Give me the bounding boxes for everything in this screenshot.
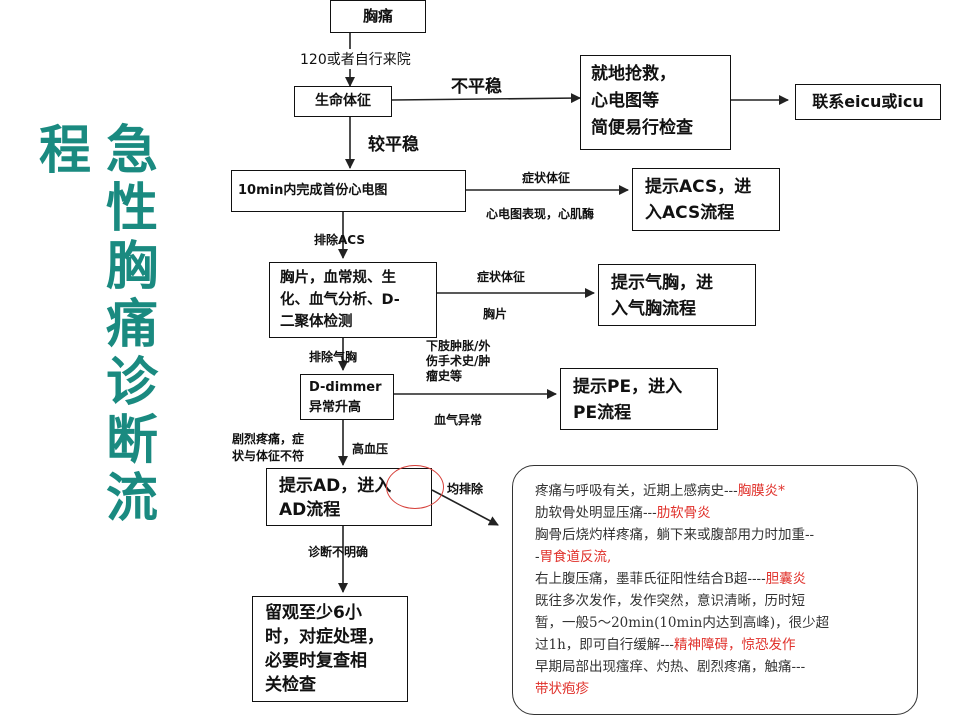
- differential-line: 胸骨后烧灼样疼痛，躺下来或腹部用力时加重--: [535, 527, 815, 543]
- differential-line: 暂，一般5～20min(10min内达到高峰)，很少超: [535, 615, 830, 631]
- label-line: 剧烈疼痛，症: [232, 432, 305, 446]
- label-unstable: 不平稳: [451, 77, 502, 97]
- arrow: [431, 489, 499, 526]
- box-pe: 提示PE，进入 PE流程: [560, 368, 718, 430]
- box-line: D-dimmer: [309, 380, 382, 395]
- box-acs: 提示ACS，进 入ACS流程: [632, 168, 780, 231]
- box-ddimer: D-dimmer 异常升高: [300, 374, 394, 420]
- box-ecg: 10min内完成首份心电图: [231, 170, 466, 212]
- box-line: 必要时复查相: [265, 651, 367, 671]
- label-exclude-acs: 排除ACS: [314, 233, 365, 247]
- label-stable: 较平稳: [368, 135, 419, 155]
- box-text: 联系eicu或icu: [812, 92, 924, 111]
- label-arrival: 120或者自行来院: [300, 49, 411, 69]
- box-line: 关检查: [265, 675, 316, 695]
- box-line: 入气胸流程: [611, 299, 696, 319]
- differential-line: 肋软骨处明显压痛---肋软骨炎: [535, 505, 711, 521]
- title-column-left: 程: [35, 122, 95, 180]
- label-all-excluded: 均排除: [447, 482, 484, 496]
- differential-line: 带状疱疹: [535, 678, 907, 700]
- box-line: 化、血气分析、D-: [280, 292, 400, 308]
- box-vital-signs: 生命体征: [294, 86, 392, 117]
- differential-line: 疼痛与呼吸有关，近期上感病史---胸膜炎*: [535, 483, 785, 499]
- differential-panel: 疼痛与呼吸有关，近期上感病史---胸膜炎* 肋软骨处明显压痛---肋软骨炎 胸骨…: [512, 465, 918, 715]
- label-unclear-dx: 诊断不明确: [308, 545, 369, 559]
- box-chest-pain: 胸痛: [330, 0, 426, 33]
- diagnosis-highlight: 带状疱疹: [535, 681, 589, 697]
- label-line: 瘤史等: [426, 369, 463, 383]
- label-hypertension: 高血压: [352, 442, 389, 456]
- box-line: 提示气胸，进: [611, 273, 713, 293]
- diagnosis-highlight: 胆囊炎: [765, 571, 807, 587]
- box-line: PE流程: [573, 403, 632, 423]
- label-pe-history: 下肢肿胀/外 伤手术史/肿 瘤史等: [426, 339, 490, 384]
- box-text: 生命体征: [315, 93, 371, 109]
- label-blood-gas: 血气异常: [434, 413, 483, 427]
- title-char: 痛: [105, 295, 158, 355]
- box-line: 提示ACS，进: [645, 177, 752, 197]
- diagnosis-highlight: 胃食道反流,: [539, 549, 612, 565]
- box-line: 入ACS流程: [645, 203, 735, 223]
- differential-line: 早期局部出现瘙痒、灼热、剧烈疼痛，触痛---: [535, 659, 806, 675]
- label-symptoms-signs-2: 症状体征: [477, 270, 526, 284]
- label-line: 状与体征不符: [232, 449, 305, 463]
- box-line: 提示PE，进入: [573, 377, 683, 397]
- diagnosis-highlight: 胸膜炎*: [737, 483, 785, 499]
- title-column-right: 急 性 胸 痛 诊 断 流: [102, 122, 162, 528]
- title-char: 断: [105, 411, 158, 471]
- label-line: 伤手术史/肿: [426, 354, 491, 368]
- label-chest-xray: 胸片: [483, 307, 508, 321]
- box-contact-eicu: 联系eicu或icu: [795, 84, 941, 120]
- label-symptoms-signs-1: 症状体征: [522, 171, 571, 185]
- box-text: 10min内完成首份心电图: [238, 183, 388, 198]
- box-line: 异常升高: [309, 400, 362, 415]
- box-observe: 留观至少6小 时，对症处理， 必要时复查相 关检查: [252, 596, 408, 702]
- box-rescue: 就地抢救， 心电图等 简便易行检查: [580, 55, 731, 150]
- title-char: 诊: [105, 353, 158, 413]
- label-severe-pain: 剧烈疼痛，症 状与体征不符: [232, 431, 304, 465]
- box-line: 提示AD，进入: [279, 476, 392, 496]
- title-char: 性: [105, 179, 158, 239]
- box-line: 留观至少6小: [265, 603, 362, 623]
- box-line: AD流程: [279, 500, 341, 520]
- differential-line: 右上腹压痛，墨菲氏征阳性结合B超----胆囊炎: [535, 571, 807, 587]
- differential-line: 过1h，即可自行缓解---精神障碍，惊恐发作: [535, 637, 796, 653]
- box-pneumothorax: 提示气胸，进 入气胸流程: [598, 264, 756, 326]
- label-ecg-enzyme: 心电图表现，心肌酶: [486, 207, 595, 221]
- box-line: 二聚体检测: [280, 314, 353, 330]
- differential-line: 既往多次发作，发作突然，意识清晰，历时短: [535, 593, 805, 609]
- title-char: 流: [105, 469, 158, 529]
- box-line: 胸片，血常规、生: [280, 270, 396, 286]
- title-char: 胸: [105, 237, 158, 297]
- title-char: 急: [105, 121, 158, 181]
- diagnosis-highlight: 精神障碍，惊恐发作: [673, 637, 796, 653]
- box-line: 简便易行检查: [591, 118, 693, 138]
- box-line: 时，对症处理，: [265, 627, 384, 647]
- label-exclude-pneumo: 排除气胸: [309, 350, 358, 364]
- box-tests: 胸片，血常规、生 化、血气分析、D- 二聚体检测: [269, 262, 437, 338]
- box-text: 胸痛: [362, 7, 393, 25]
- label-line: 下肢肿胀/外: [426, 339, 491, 353]
- differential-line: -胃食道反流,: [535, 549, 612, 565]
- diagnosis-highlight: 肋软骨炎: [656, 505, 711, 521]
- title-char: 程: [38, 121, 91, 181]
- arrow: [391, 93, 581, 104]
- box-line: 就地抢救，: [591, 64, 676, 84]
- box-line: 心电图等: [591, 91, 659, 111]
- highlight-circle: [386, 465, 444, 509]
